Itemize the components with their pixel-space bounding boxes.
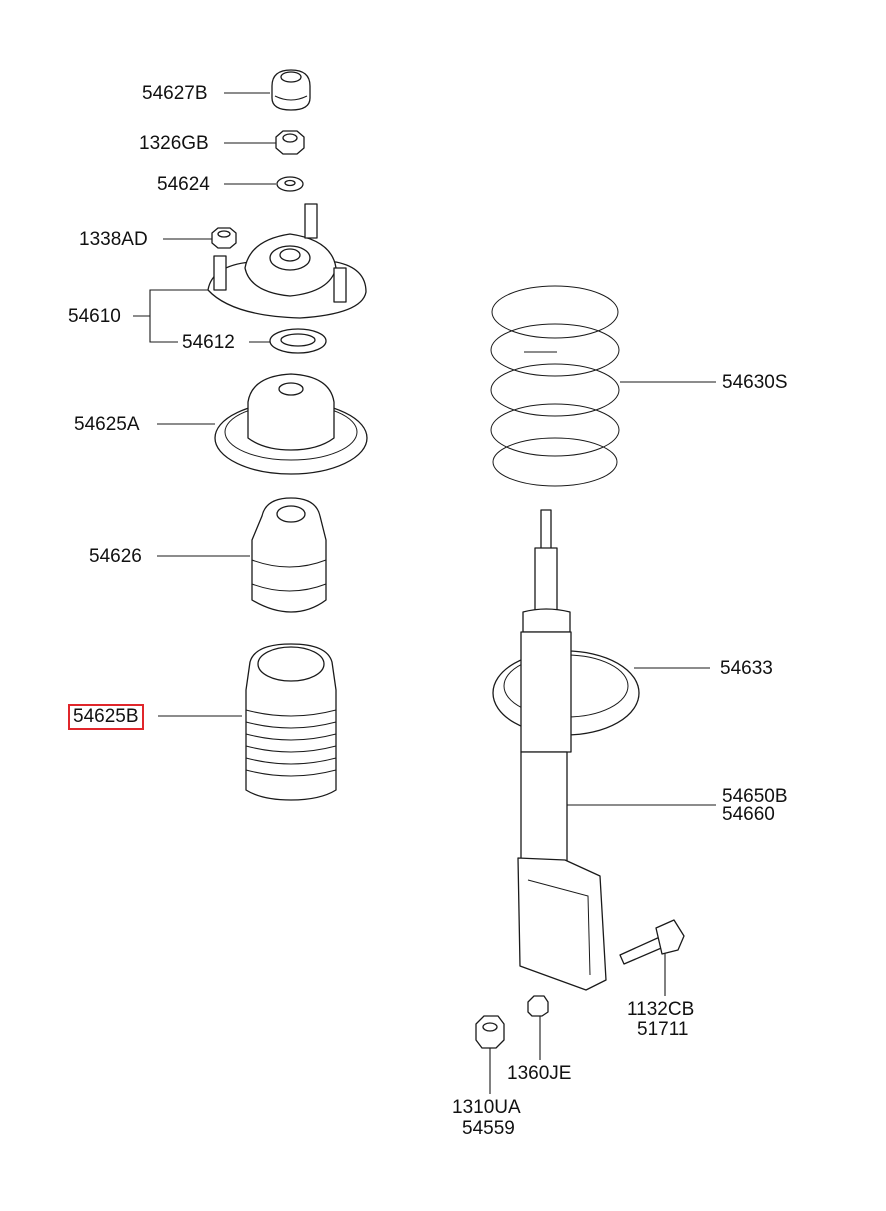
nut-1360JE: [527, 995, 549, 1017]
label-54627B[interactable]: 54627B: [142, 83, 208, 104]
nut-1326GB: [275, 130, 305, 155]
label-54650B[interactable]: 54650B: [722, 786, 788, 807]
label-54559[interactable]: 54559: [462, 1118, 515, 1139]
cap-54627B: [271, 69, 311, 111]
label-54625A[interactable]: 54625A: [74, 414, 140, 435]
label-54624[interactable]: 54624: [157, 174, 210, 195]
label-54660[interactable]: 54660: [722, 804, 775, 825]
label-54625B-highlighted[interactable]: 54625B: [68, 704, 144, 730]
dustboot-54625B: [245, 643, 337, 801]
label-54610[interactable]: 54610: [68, 306, 121, 327]
label-1326GB[interactable]: 1326GB: [139, 133, 209, 154]
spring-54630S: [490, 285, 620, 487]
label-54630S[interactable]: 54630S: [722, 372, 788, 393]
label-1338AD[interactable]: 1338AD: [79, 229, 148, 250]
leader-lines: [133, 92, 716, 1094]
label-51711[interactable]: 51711: [637, 1019, 689, 1040]
label-54626[interactable]: 54626: [89, 546, 142, 567]
label-54633[interactable]: 54633: [720, 658, 773, 679]
bumpstop-54626: [251, 497, 327, 613]
label-1310UA[interactable]: 1310UA: [452, 1097, 521, 1118]
washer-54624: [276, 176, 304, 192]
nut-1338AD: [211, 227, 237, 249]
label-1132CB[interactable]: 1132CB: [627, 999, 695, 1020]
nut-1310UA: [475, 1015, 505, 1049]
bolt-1132CB: [619, 919, 685, 965]
strut-54650B: [492, 509, 640, 991]
label-1360JE[interactable]: 1360JE: [507, 1063, 572, 1084]
mount-54610: [207, 203, 367, 319]
bearing-54612: [269, 328, 327, 354]
label-54612[interactable]: 54612: [182, 332, 235, 353]
seat-54625A: [214, 373, 368, 475]
